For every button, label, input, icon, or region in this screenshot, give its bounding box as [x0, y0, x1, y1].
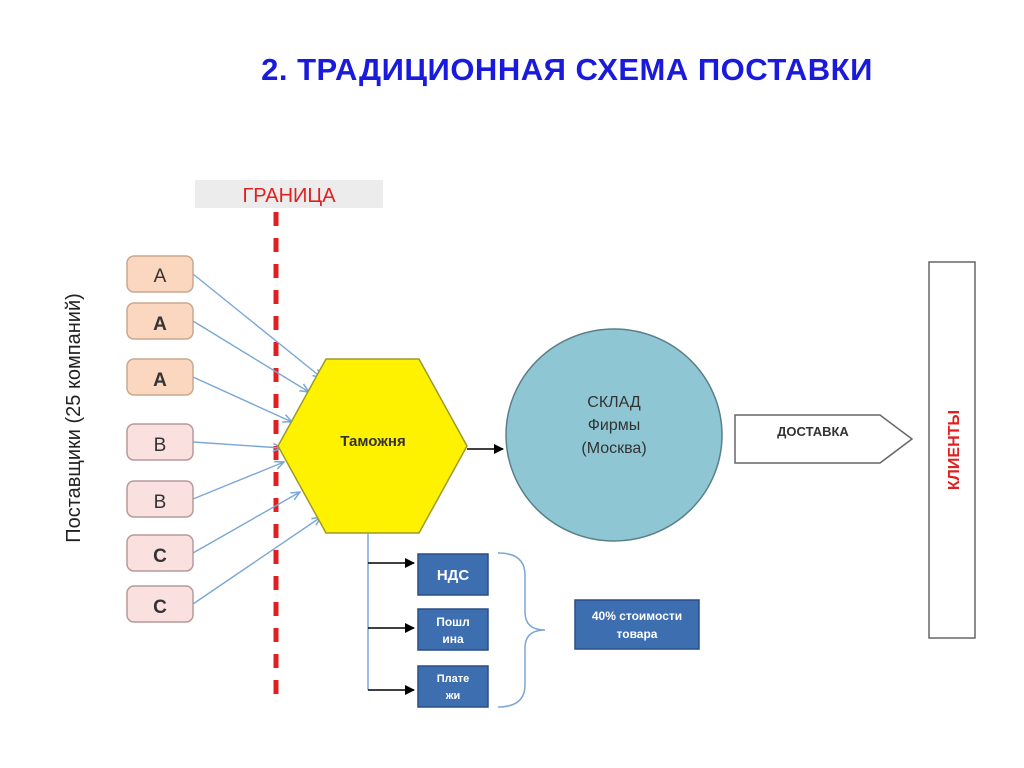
- clients-label: КЛИЕНТЫ: [946, 410, 963, 490]
- supplier-label: В: [154, 435, 167, 456]
- supplier-label: А: [153, 370, 167, 391]
- payment-box-vat: НДС: [417, 553, 489, 596]
- payment-label-line2: ина: [442, 632, 464, 646]
- payment-label: НДС: [437, 567, 470, 584]
- warehouse-line3: (Москва): [581, 440, 646, 457]
- payments-summary-box: 40% стоимости товара: [574, 599, 700, 650]
- clients-box: [928, 261, 976, 639]
- supplier-label: С: [153, 597, 167, 618]
- delivery-label: ДОСТАВКА: [777, 424, 849, 439]
- supplier-box: В: [126, 423, 194, 461]
- border-label: ГРАНИЦА: [242, 185, 336, 207]
- payment-label-line1: Пошл: [436, 615, 470, 629]
- payment-box-fees: Плате жи: [417, 665, 489, 708]
- supplier-label: А: [153, 314, 167, 335]
- warehouse-line2: Фирмы: [588, 417, 641, 434]
- supplier-box: А: [126, 255, 194, 293]
- supplier-label: В: [154, 492, 167, 513]
- payments-brace: [497, 552, 546, 708]
- payments-summary-line1: 40% стоимости: [592, 609, 682, 623]
- supplier-label: С: [153, 546, 167, 567]
- suppliers-axis-label: Поставщики (25 компаний): [63, 293, 85, 543]
- supplier-arrows: [192, 273, 322, 605]
- warehouse-circle: [505, 328, 723, 542]
- supplier-box: А: [126, 358, 194, 396]
- supplier-box: В: [126, 480, 194, 518]
- supplier-label: А: [154, 266, 167, 287]
- payments-summary-line2: товара: [617, 627, 658, 641]
- supplier-box: С: [126, 585, 194, 623]
- payment-label-line2: жи: [445, 690, 461, 702]
- warehouse-line1: СКЛАД: [587, 394, 641, 411]
- payment-label-line1: Плате: [437, 673, 470, 685]
- supplier-box: А: [126, 302, 194, 340]
- page-title: 2. ТРАДИЦИОННАЯ СХЕМА ПОСТАВКИ: [261, 52, 873, 87]
- border-header: [195, 180, 383, 208]
- customs-label: Таможня: [340, 433, 405, 450]
- customs-hexagon: [277, 358, 468, 534]
- supplier-box: С: [126, 534, 194, 572]
- payments-connector: [367, 533, 415, 695]
- payment-box-duty: Пошл ина: [417, 608, 489, 651]
- delivery-arrow: [734, 414, 914, 464]
